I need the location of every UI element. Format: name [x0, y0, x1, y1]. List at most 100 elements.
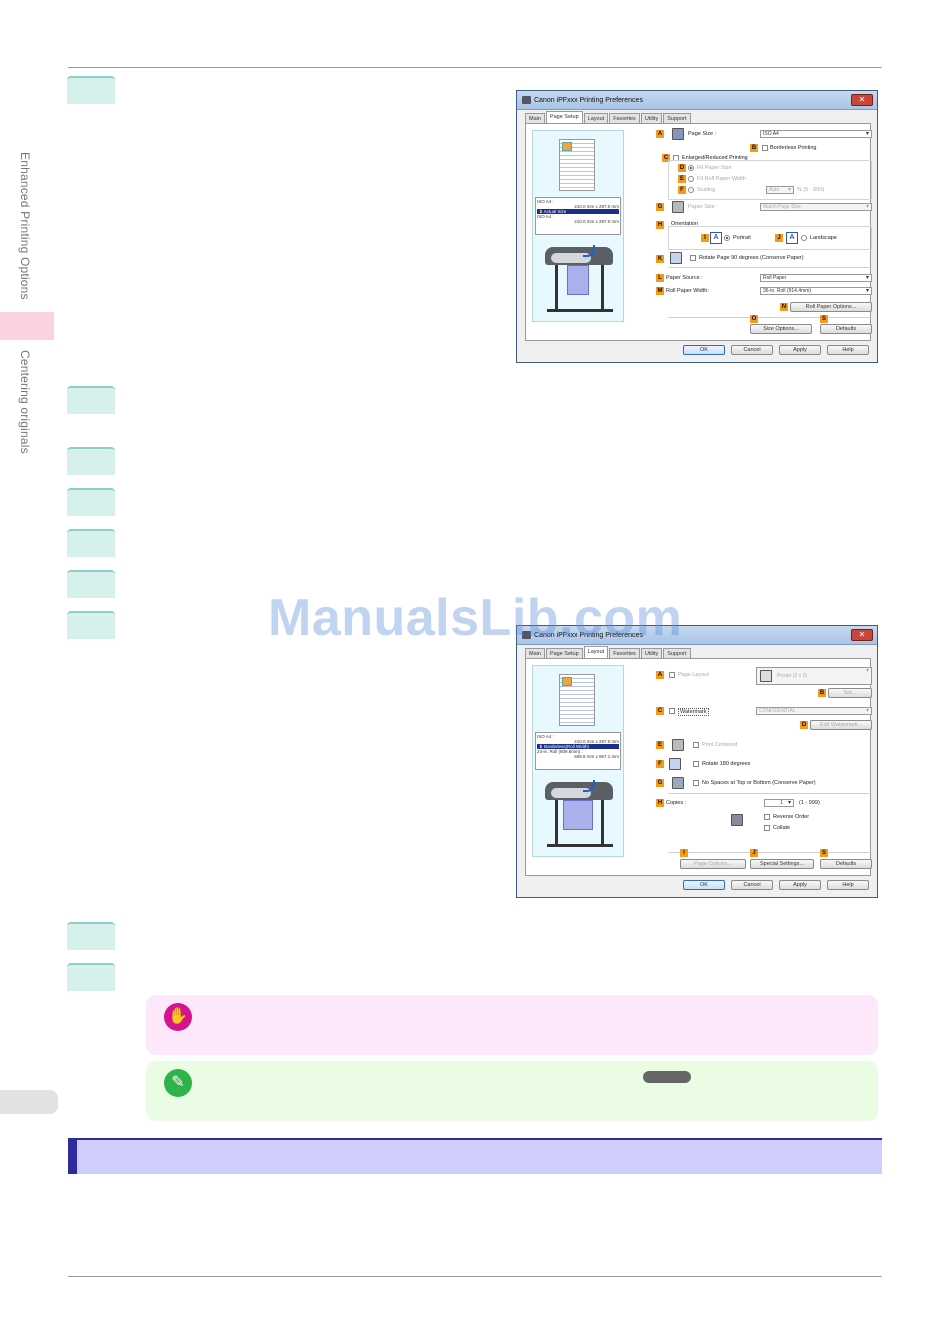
- collate-checkbox[interactable]: [764, 825, 770, 831]
- ok-button[interactable]: OK: [683, 880, 725, 890]
- rotate-checkbox[interactable]: [690, 255, 696, 261]
- divider: [668, 793, 872, 794]
- page-options-button[interactable]: Page Options...: [680, 859, 746, 869]
- paper-size-select[interactable]: Match Page Size: [760, 203, 872, 211]
- badge-s: S: [820, 849, 828, 857]
- cancel-button[interactable]: Cancel: [731, 345, 773, 355]
- layout-panel: ISO A4 : 210.0 mm x 297.0 mm ⬇ Borderles…: [525, 658, 872, 876]
- copies-label: Copies :: [666, 800, 687, 806]
- badge-e: E: [678, 175, 686, 183]
- page-size-select[interactable]: ISO A4: [760, 130, 872, 138]
- tab-layout[interactable]: Layout: [583, 113, 609, 123]
- step-marker-5: [67, 529, 115, 557]
- hand-icon: ✋: [164, 1003, 192, 1031]
- roll-options-button[interactable]: Roll Paper Options...: [790, 302, 872, 312]
- fit-roll-label: Fit Roll Paper Width: [697, 176, 746, 182]
- enlarged-group: [668, 160, 872, 200]
- preview-size-1: ISO A4 :: [537, 199, 554, 204]
- reverse-order-checkbox[interactable]: [764, 814, 770, 820]
- section-header-bar: [68, 1138, 882, 1174]
- print-centered-checkbox[interactable]: [693, 742, 699, 748]
- scaling-spinner[interactable]: Auto: [766, 186, 794, 194]
- badge-g: G: [656, 779, 664, 787]
- apply-button[interactable]: Apply: [779, 345, 821, 355]
- edit-watermark-button[interactable]: Edit Watermark...: [810, 720, 872, 730]
- badge-j: J: [750, 849, 758, 857]
- ok-button[interactable]: OK: [683, 345, 725, 355]
- badge-j: J: [775, 234, 783, 242]
- dialog-title: Canon iPFxxx Printing Preferences: [534, 97, 643, 104]
- fit-paper-radio[interactable]: [688, 165, 694, 171]
- tab-favorites[interactable]: Favorites: [609, 648, 640, 658]
- step-marker-4: [67, 488, 115, 516]
- borderless-label: Borderless Printing: [770, 145, 817, 151]
- copies-spinner[interactable]: 1: [764, 799, 794, 807]
- landscape-radio[interactable]: [801, 235, 807, 241]
- help-button[interactable]: Help: [827, 880, 869, 890]
- tab-page-setup[interactable]: Page Setup: [545, 648, 583, 658]
- tab-main[interactable]: Main: [525, 113, 545, 123]
- badge-o: O: [750, 315, 758, 323]
- sidebar-label-centering: Centering originals: [18, 350, 32, 454]
- badge-l: L: [656, 274, 664, 282]
- scaling-label: Scaling: [697, 187, 716, 193]
- apply-button[interactable]: Apply: [779, 880, 821, 890]
- page-preview: [559, 674, 595, 726]
- defaults-button[interactable]: Defaults: [820, 859, 872, 869]
- defaults-button[interactable]: Defaults: [820, 324, 872, 334]
- tab-layout[interactable]: Layout: [583, 646, 609, 658]
- rotate180-checkbox[interactable]: [693, 761, 699, 767]
- tab-support[interactable]: Support: [663, 113, 691, 123]
- enlarged-label: Enlarged/Reduced Printing: [682, 155, 748, 161]
- badge-d: D: [678, 164, 686, 172]
- preview-pane: ISO A4 : 210.0 mm x 297.0 mm ⬇ Actual Si…: [532, 130, 624, 322]
- tab-main[interactable]: Main: [525, 648, 545, 658]
- step-marker-6: [67, 570, 115, 598]
- badge-f: F: [656, 760, 664, 768]
- preview-size-2: 24-in. Roll (609.6mm) :: [537, 749, 583, 754]
- scaling-radio[interactable]: [688, 187, 694, 193]
- tab-utility[interactable]: Utility: [640, 113, 663, 123]
- copies-stack-icon: [731, 814, 743, 826]
- reference-link-pill[interactable]: [643, 1071, 691, 1083]
- preview-size-2: ISO A4 :: [537, 214, 554, 219]
- step-marker-1: [67, 76, 115, 104]
- tab-utility[interactable]: Utility: [640, 648, 663, 658]
- page-layout-checkbox[interactable]: [669, 672, 675, 678]
- badge-c: C: [656, 707, 664, 715]
- paper-size-icon: [672, 201, 684, 213]
- tab-support[interactable]: Support: [663, 648, 691, 658]
- fit-paper-label: Fit Paper Size: [697, 165, 732, 171]
- fit-roll-radio[interactable]: [688, 176, 694, 182]
- badge-a: A: [656, 671, 664, 679]
- close-button[interactable]: ✕: [851, 94, 873, 106]
- help-button[interactable]: Help: [827, 345, 869, 355]
- watermark-checkbox[interactable]: [669, 708, 675, 714]
- paper-source-select[interactable]: Roll Paper: [760, 274, 872, 282]
- preview-dim-2: 609.6 mm x 867.1 mm: [574, 754, 619, 759]
- cancel-button[interactable]: Cancel: [731, 880, 773, 890]
- tab-favorites[interactable]: Favorites: [609, 113, 640, 123]
- roll-width-label: Roll Paper Width:: [666, 288, 709, 294]
- borderless-checkbox[interactable]: [762, 145, 768, 151]
- size-options-button[interactable]: Size Options...: [750, 324, 812, 334]
- page-setup-dialog: Canon iPFxxx Printing Preferences ✕ Main…: [516, 90, 878, 363]
- tab-page-setup[interactable]: Page Setup: [545, 111, 583, 123]
- no-spaces-checkbox[interactable]: [693, 780, 699, 786]
- watermark-select[interactable]: CONFIDENTIAL: [756, 707, 872, 715]
- portrait-radio[interactable]: [724, 235, 730, 241]
- orientation-group: [668, 226, 872, 250]
- step-marker-9: [67, 963, 115, 991]
- close-button[interactable]: ✕: [851, 629, 873, 641]
- preview-dim-1: 210.0 mm x 297.0 mm: [574, 204, 619, 209]
- special-settings-button[interactable]: Special Settings...: [750, 859, 814, 869]
- printer-icon: [522, 96, 531, 104]
- badge-n: N: [780, 303, 788, 311]
- roll-width-select[interactable]: 36-in. Roll (914.4mm): [760, 287, 872, 295]
- page-layout-select[interactable]: Poster (2 x 2): [756, 667, 872, 685]
- sidebar-active-tab: [0, 312, 54, 340]
- set-button[interactable]: Set...: [828, 688, 872, 698]
- portrait-icon: A: [710, 232, 722, 244]
- divider: [668, 852, 872, 853]
- top-rule: [68, 67, 882, 68]
